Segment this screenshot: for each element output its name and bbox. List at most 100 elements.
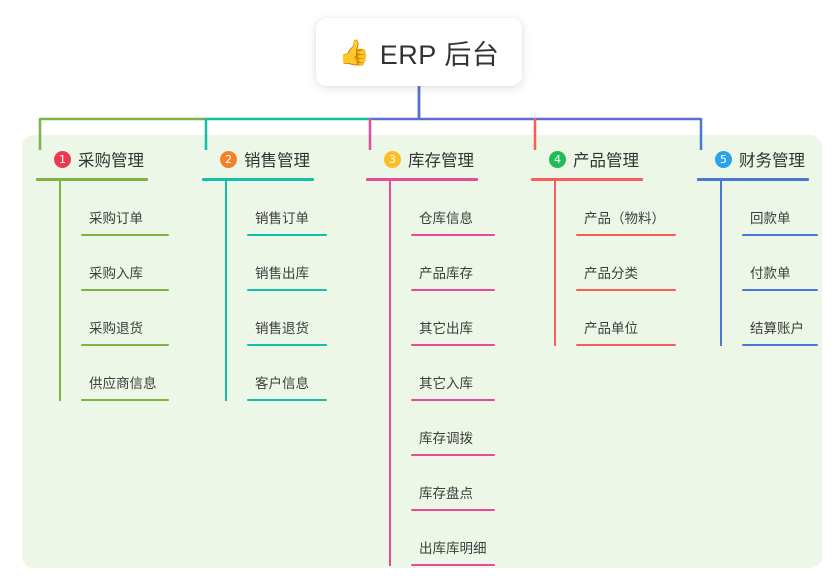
branch-number-badge: 4 (549, 150, 566, 168)
branch-header-rule (36, 178, 148, 181)
leaf-item[interactable]: 产品分类 (576, 236, 676, 291)
leaf-item-rule (411, 399, 495, 401)
leaf-item-label: 产品单位 (584, 321, 638, 336)
branch-title: 采购管理 (78, 152, 144, 170)
branch-spine (720, 181, 722, 346)
thumbs-up-icon: 👍 (338, 38, 370, 67)
leaf-item-label: 回款单 (750, 211, 791, 226)
branch-title: 财务管理 (739, 152, 805, 170)
leaf-item-rule (411, 509, 495, 511)
leaf-item-label: 产品库存 (419, 266, 473, 281)
leaf-item-rule (247, 289, 327, 291)
leaf-item[interactable]: 客户信息 (247, 346, 327, 401)
branch-header-rule (202, 178, 314, 181)
branch-leaf-list: 采购订单采购入库采购退货供应商信息 (59, 181, 169, 401)
branch-number-badge: 2 (220, 150, 237, 168)
leaf-item-label: 仓库信息 (419, 211, 473, 226)
branch-header-3[interactable]: 3 库存管理 (366, 146, 476, 172)
leaf-item-label: 付款单 (750, 266, 791, 281)
leaf-item-rule (411, 454, 495, 456)
leaf-item[interactable]: 其它出库 (411, 291, 495, 346)
root-node[interactable]: 👍 ERP 后台 (316, 18, 522, 86)
leaf-item-label: 其它出库 (419, 321, 473, 336)
branch-header-rule (697, 178, 809, 181)
branch-header-2[interactable]: 2 销售管理 (202, 146, 312, 172)
leaf-item-label: 供应商信息 (89, 376, 157, 391)
branch-column-4: 4 产品管理产品（物料） 产品分类产品单位 (531, 146, 676, 346)
diagram-panel (22, 135, 822, 568)
leaf-item[interactable]: 产品单位 (576, 291, 676, 346)
leaf-item-label: 采购退货 (89, 321, 143, 336)
leaf-item-label: 产品分类 (584, 266, 638, 281)
leaf-item-label: 客户信息 (255, 376, 309, 391)
leaf-item-rule (411, 289, 495, 291)
leaf-item-rule (576, 289, 676, 291)
leaf-item[interactable]: 库存盘点 (411, 456, 495, 511)
leaf-item[interactable]: 采购订单 (81, 181, 169, 236)
branch-header-rule (531, 178, 643, 181)
branch-column-2: 2 销售管理销售订单销售出库销售退货客户信息 (202, 146, 327, 401)
leaf-item-label: 库存盘点 (419, 486, 473, 501)
leaf-item[interactable]: 仓库信息 (411, 181, 495, 236)
branch-column-5: 5 财务管理回款单付款单结算账户 (697, 146, 818, 346)
branch-spine (225, 181, 227, 401)
branch-header-1[interactable]: 1 采购管理 (36, 146, 146, 172)
branch-spine (389, 181, 391, 566)
leaf-item-rule (247, 399, 327, 401)
leaf-item-label: 库存调拨 (419, 431, 473, 446)
leaf-item-rule (742, 344, 818, 346)
leaf-item[interactable]: 其它入库 (411, 346, 495, 401)
branch-spine (59, 181, 61, 401)
branch-number-badge: 5 (715, 150, 732, 168)
leaf-item[interactable]: 产品库存 (411, 236, 495, 291)
leaf-item-label: 销售出库 (255, 266, 309, 281)
branch-header-4[interactable]: 4 产品管理 (531, 146, 641, 172)
branch-title: 库存管理 (408, 152, 474, 170)
branch-leaf-list: 回款单付款单结算账户 (720, 181, 818, 346)
leaf-item-rule (411, 344, 495, 346)
leaf-item[interactable]: 销售出库 (247, 236, 327, 291)
leaf-item-rule (247, 344, 327, 346)
branch-leaf-list: 销售订单销售出库销售退货客户信息 (225, 181, 327, 401)
leaf-item-rule (81, 399, 169, 401)
leaf-item-label: 销售退货 (255, 321, 309, 336)
branch-title: 产品管理 (573, 152, 639, 170)
branch-header-rule (366, 178, 478, 181)
branch-column-3: 3 库存管理仓库信息产品库存其它出库其它入库库存调拨库存盘点出库库明细 (366, 146, 495, 566)
leaf-item[interactable]: 回款单 (742, 181, 818, 236)
leaf-item-rule (81, 234, 169, 236)
leaf-item[interactable]: 产品（物料） (576, 181, 676, 236)
branch-leaf-list: 仓库信息产品库存其它出库其它入库库存调拨库存盘点出库库明细 (389, 181, 495, 566)
leaf-item-label: 出库库明细 (419, 541, 487, 556)
branch-column-1: 1 采购管理采购订单采购入库采购退货供应商信息 (36, 146, 169, 401)
leaf-item-rule (742, 234, 818, 236)
leaf-item-rule (742, 289, 818, 291)
branch-header-5[interactable]: 5 财务管理 (697, 146, 807, 172)
leaf-item-rule (411, 564, 495, 566)
leaf-item[interactable]: 采购退货 (81, 291, 169, 346)
branch-spine (554, 181, 556, 346)
leaf-item-rule (247, 234, 327, 236)
leaf-item[interactable]: 库存调拨 (411, 401, 495, 456)
branch-number-badge: 3 (384, 150, 401, 168)
leaf-item-label: 采购入库 (89, 266, 143, 281)
leaf-item[interactable]: 销售订单 (247, 181, 327, 236)
leaf-item[interactable]: 付款单 (742, 236, 818, 291)
leaf-item-rule (81, 344, 169, 346)
root-title: ERP 后台 (379, 39, 500, 70)
leaf-item-label: 产品（物料） (584, 211, 665, 226)
leaf-item-label: 结算账户 (750, 321, 804, 336)
leaf-item-rule (411, 234, 495, 236)
leaf-item-label: 其它入库 (419, 376, 473, 391)
leaf-item[interactable]: 采购入库 (81, 236, 169, 291)
branch-number-badge: 1 (54, 150, 71, 168)
leaf-item[interactable]: 出库库明细 (411, 511, 495, 566)
branch-title: 销售管理 (244, 152, 310, 170)
branch-leaf-list: 产品（物料） 产品分类产品单位 (554, 181, 676, 346)
leaf-item-label: 销售订单 (255, 211, 309, 226)
leaf-item[interactable]: 销售退货 (247, 291, 327, 346)
leaf-item-rule (576, 234, 676, 236)
leaf-item[interactable]: 结算账户 (742, 291, 818, 346)
leaf-item[interactable]: 供应商信息 (81, 346, 169, 401)
